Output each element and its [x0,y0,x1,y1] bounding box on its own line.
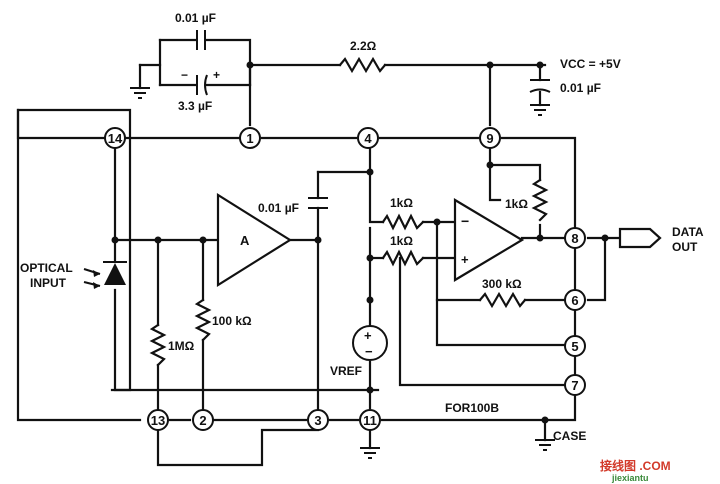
pin-label-9: 9 [486,131,493,146]
amplifier-a: A [216,193,293,287]
resistor-r-left [149,323,167,367]
pin-label-7: 7 [571,378,578,393]
junction-dots [111,61,609,424]
label-optical-input-line1: OPTICAL [20,261,73,275]
resistor-r-feedback [478,291,527,309]
pin-label-14: 14 [108,131,123,146]
pin-label-8: 8 [571,231,578,246]
label-r-bias: 100 kΩ [212,314,252,328]
comparator-minus: − [461,213,469,229]
pin-label-3: 3 [314,413,321,428]
resistor-r-pullup [531,178,549,222]
label-data-out-line2: OUT [672,240,698,254]
vref-source: + − [352,325,388,361]
label-c-coupling: 0.01 µF [258,201,299,215]
label-part-number: FOR100B [445,401,499,415]
pin-label-1: 1 [246,131,253,146]
resistor-r-supply [338,56,387,74]
watermark: 接线图 .COM jiexiantu [600,458,671,483]
label-c-top: 0.01 µF [175,11,216,25]
ground-icon-top-left [130,87,150,99]
comparator-plus: + [461,252,469,267]
label-elec-plus: + [213,68,220,82]
label-r-feedback: 300 kΩ [482,277,522,291]
label-r-supply: 2.2Ω [350,39,377,53]
label-r-in-upper: 1kΩ [390,196,413,210]
label-optical-input-line2: INPUT [30,276,67,290]
label-c-electrolytic: 3.3 µF [178,99,212,113]
label-case: CASE [553,429,586,443]
pin-label-4: 4 [364,131,372,146]
amp-a-label: A [240,233,250,248]
label-r-in-lower: 1kΩ [390,234,413,248]
pin-label-11: 11 [363,413,377,428]
ground-icon-bypass [530,104,550,116]
pin-label-6: 6 [571,293,578,308]
label-c-bypass: 0.01 µF [560,81,601,95]
component-labels: 0.01 µF − + 3.3 µF 2.2Ω VCC = +5V 0.01 µ… [20,11,704,443]
resistor-r-in-upper [381,213,425,231]
resistor-r-bias [194,298,212,342]
label-vcc: VCC = +5V [560,57,621,71]
pin-label-13: 13 [151,413,165,428]
label-elec-minus: − [181,68,188,82]
ground-icon-bottom [360,447,380,459]
vref-plus: + [364,328,372,343]
resistor-r-in-lower [381,249,425,267]
photodiode [83,261,127,289]
label-vref: VREF [330,364,362,378]
pin-numbers: 14 1 4 9 8 6 5 7 13 2 3 11 [108,131,579,428]
ground-icon-case [535,439,555,451]
data-out-arrow-icon [618,227,662,249]
vref-minus: − [365,344,373,359]
pin-label-5: 5 [571,339,578,354]
watermark-text: 接线图 .COM [600,458,671,473]
capacitor-c-top [196,30,206,50]
main-wiring [16,108,577,467]
comparator-wiring [368,146,622,410]
label-r-pullup: 1kΩ [505,197,528,211]
capacitor-coupling [308,197,328,209]
pin-label-2: 2 [199,413,206,428]
comparator: − + [453,198,525,282]
watermark-sub: jiexiantu [611,473,649,483]
pin-circles [104,127,586,431]
label-r-left: 1MΩ [168,339,195,353]
capacitor-bypass [529,79,551,93]
capacitor-electrolytic [196,74,208,96]
label-data-out-line1: DATA [672,225,704,239]
